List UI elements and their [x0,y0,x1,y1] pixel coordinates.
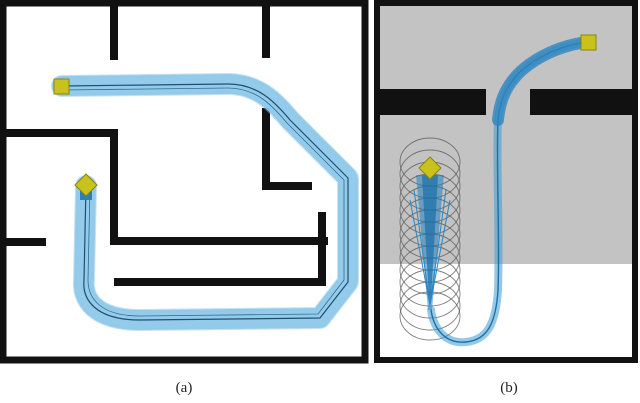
path-trajectory-hatch [492,36,594,126]
wall [6,238,46,246]
caption-a: (a) [176,380,193,396]
wall [262,6,270,58]
start-marker-a [53,78,70,95]
wall [6,129,118,137]
panel-b-frame [374,0,638,363]
blue-fan [409,175,451,310]
wall [262,108,270,188]
goal-marker-a [74,173,98,197]
wall [110,237,328,245]
panel-a-walls [6,6,328,286]
path-centerline [61,83,349,321]
wall [318,212,326,280]
wall [114,278,326,286]
wall [110,129,118,243]
wall [110,6,118,60]
start-marker-b [580,34,597,51]
panel-a-frame [0,0,369,364]
robot-path-a [51,73,359,331]
white-region [378,264,634,360]
panel-b: (b) [374,0,638,396]
path-centerline-offset [61,87,345,317]
panel-a: (a) [0,0,369,396]
robot-path-b [427,36,594,347]
wall-right-b [530,89,632,115]
goal-marker-b [418,156,442,180]
caption-b: (b) [500,380,518,396]
wall-left-b [380,89,486,115]
wall [262,182,312,190]
